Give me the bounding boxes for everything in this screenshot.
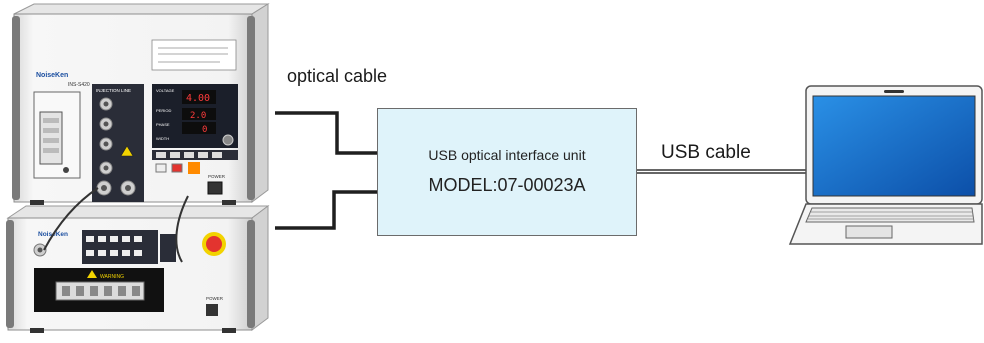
connector <box>103 101 109 107</box>
start-button-icon <box>155 163 167 173</box>
usb-cable-label: USB cable <box>661 142 751 163</box>
coupler-key <box>110 236 118 242</box>
laptop-camera-bar <box>884 90 904 93</box>
connector <box>103 121 109 127</box>
period-display <box>182 108 216 120</box>
coupler-foot <box>222 328 236 333</box>
connector <box>103 141 109 147</box>
connector <box>125 185 131 191</box>
generator-top-lid <box>13 3 270 15</box>
coupler-foot <box>30 328 44 333</box>
laptop-screen <box>812 95 976 197</box>
generator-foot <box>222 200 236 205</box>
connector <box>101 185 107 191</box>
patch-cable-right <box>175 195 189 263</box>
warning-label-icon <box>188 162 200 174</box>
period-label: PERIOD <box>156 108 171 113</box>
coupler-connector <box>37 247 43 253</box>
terminal <box>118 286 126 296</box>
coupler-unit: NoiseKen WARNING <box>6 205 270 333</box>
coupler-key <box>110 250 118 256</box>
coupler-power-label: POWER <box>206 296 224 301</box>
coupling-window-slat <box>43 138 59 143</box>
usb-optical-interface-unit: USB optical interface unit MODEL:07-0002… <box>377 108 637 236</box>
optical-cable-lower <box>275 190 377 230</box>
coupling-window-slat <box>43 118 59 123</box>
coupling-window-slat <box>43 128 59 133</box>
coupler-key <box>122 250 130 256</box>
generator-brand: NoiseKen <box>36 72 68 79</box>
coupler-side-keys <box>160 234 176 262</box>
laptop-trackpad <box>845 225 893 239</box>
coupler-key <box>98 250 106 256</box>
keypad-strip <box>152 150 238 160</box>
key <box>198 152 208 158</box>
interface-unit-model: MODEL:07-00023A <box>428 175 586 195</box>
coupling-window-slat <box>43 148 59 153</box>
optical-cable-upper <box>275 111 377 155</box>
coupler-handle-right <box>247 220 255 328</box>
period-readout: 2.0 <box>190 111 206 121</box>
connector <box>103 165 109 171</box>
adjust-knob <box>222 134 234 146</box>
warning-sticker <box>151 39 237 71</box>
hazard-triangle-icon <box>120 145 134 157</box>
phase-display <box>182 122 216 134</box>
interface-unit-title: USB optical interface unit <box>428 147 586 163</box>
emergency-stop-icon <box>206 236 222 252</box>
terminal <box>104 286 112 296</box>
generator-model: INS-S420 <box>68 82 90 88</box>
phase-readout: 0 <box>202 125 207 135</box>
voltage-readout: 4.00 <box>186 93 210 104</box>
key <box>156 152 166 158</box>
generator-power-label: POWER <box>208 174 226 179</box>
coupler-key <box>98 236 106 242</box>
coupler-key <box>122 236 130 242</box>
coupler-key <box>86 250 94 256</box>
coupler-power-switch-icon <box>206 304 218 316</box>
laptop-computer <box>788 85 983 245</box>
terminal <box>90 286 98 296</box>
coupling-knob <box>63 167 69 173</box>
terminal <box>76 286 84 296</box>
key <box>212 152 222 158</box>
injection-line-label: INJECTION LINE <box>96 88 131 93</box>
generator-unit: NoiseKen INS-S420 INJECTION LINE <box>12 3 270 205</box>
key <box>184 152 194 158</box>
phase-label: PHASE <box>156 122 170 127</box>
laptop-keyboard <box>805 207 975 223</box>
coupler-handle-left <box>6 220 14 328</box>
coupler-warning-label: WARNING <box>100 274 124 280</box>
voltage-display <box>182 90 216 104</box>
key <box>170 152 180 158</box>
terminal <box>132 286 140 296</box>
terminal <box>62 286 70 296</box>
coupler-key <box>86 236 94 242</box>
coupler-key <box>134 250 142 256</box>
voltage-label: VOLTAGE <box>156 88 175 93</box>
width-label: WIDTH <box>156 136 169 141</box>
coupler-control-panel <box>82 230 158 264</box>
stop-button-icon <box>171 163 183 173</box>
generator-foot <box>30 200 44 205</box>
cables <box>275 111 806 230</box>
generator-handle-left <box>12 16 20 200</box>
patch-cable-left <box>43 187 99 251</box>
generator-power-switch-icon <box>207 181 223 195</box>
coupler-warning-icon <box>87 270 97 278</box>
generator-handle-right <box>247 16 255 200</box>
coupler-top-lid <box>6 205 270 219</box>
connectors <box>96 97 136 196</box>
coupler-key <box>134 236 142 242</box>
optical-cable-label: optical cable <box>287 66 388 86</box>
